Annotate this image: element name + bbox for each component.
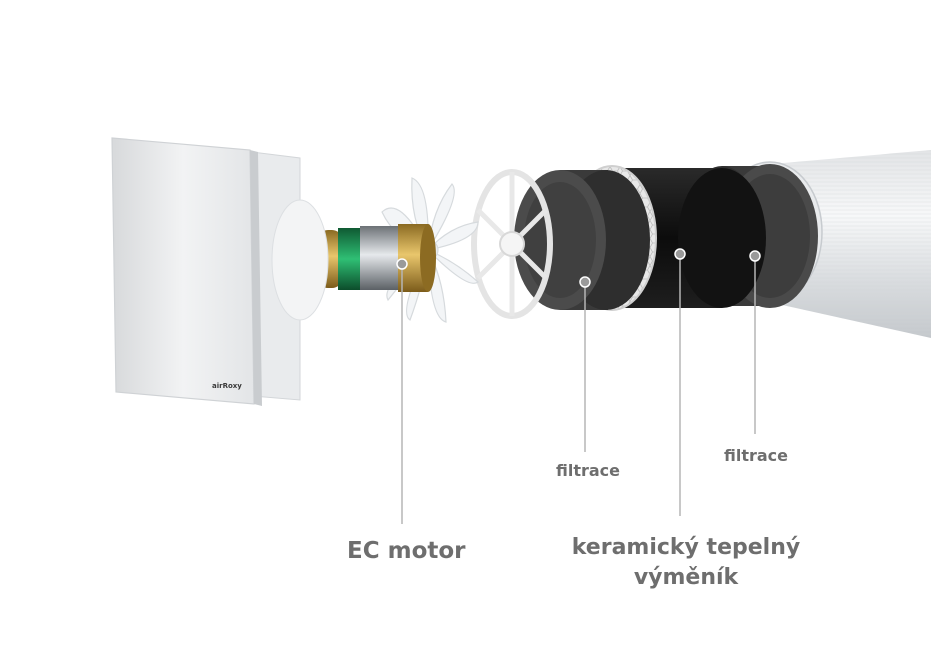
leader-lines (401, 254, 756, 524)
label-ceramic-line-1: keramický tepelný (571, 535, 801, 560)
label-filtrace-right: filtrace (724, 446, 789, 465)
ec-motor (318, 224, 436, 292)
front-cover-panel (111, 137, 262, 406)
label-ceramic-line-2: výměník (633, 565, 739, 590)
label-ceramic-heat-exchanger: keramický tepelný výměník (541, 533, 831, 593)
grille-ring (471, 169, 553, 319)
label-ec-motor: EC motor (347, 538, 466, 564)
mounting-plate (251, 151, 329, 401)
marker-dots (396, 248, 761, 288)
brand-logo: airRoxy (212, 382, 242, 390)
label-filtrace-left: filtrace (556, 461, 621, 480)
